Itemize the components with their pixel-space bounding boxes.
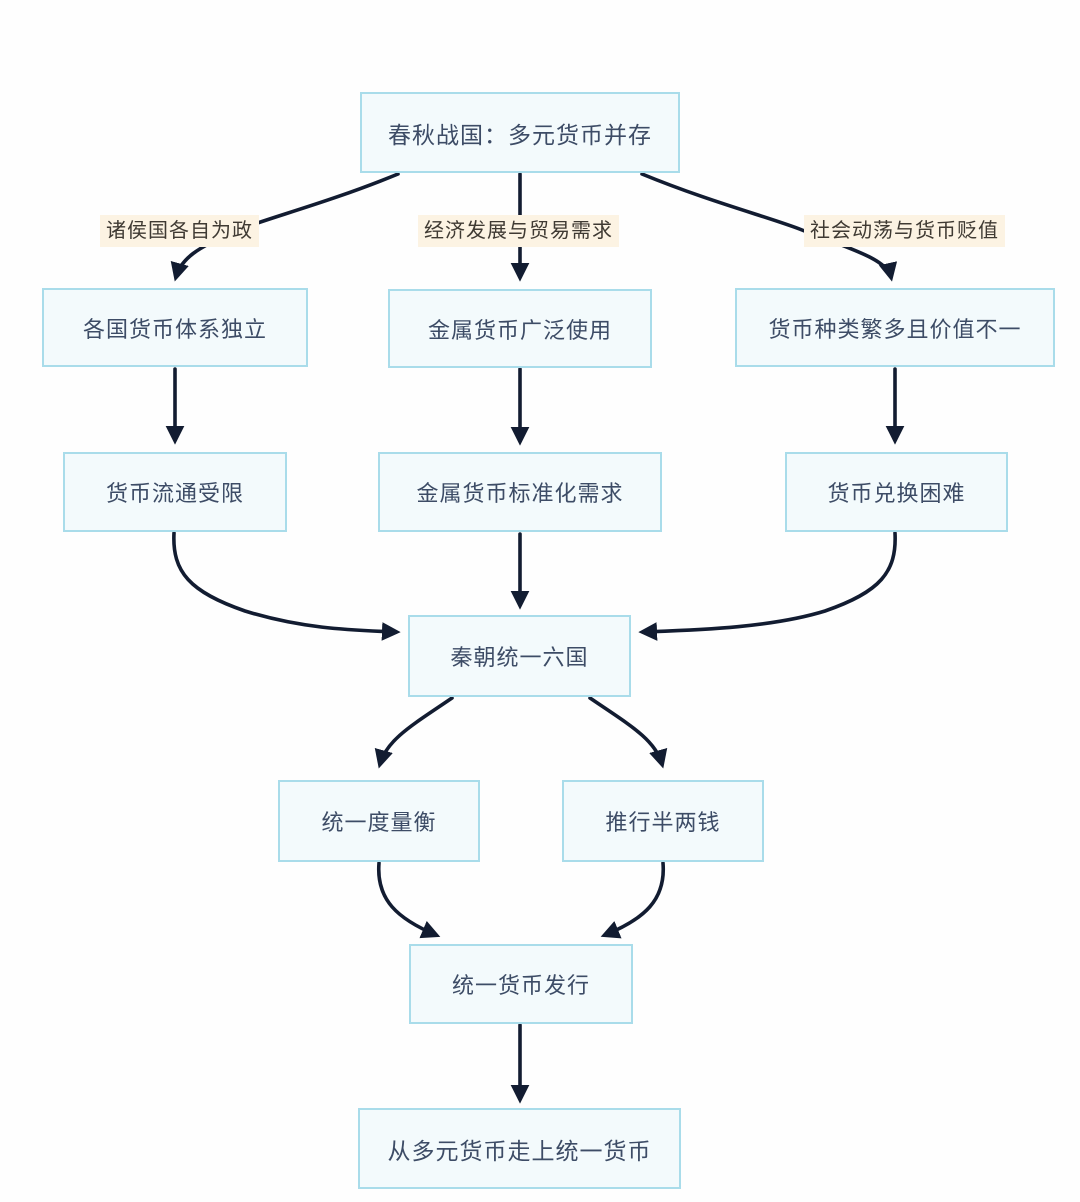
node-label: 货币种类繁多且价值不一 (768, 316, 1022, 342)
arrow-measure-left-to-issuance (376, 861, 441, 939)
edge-label-feudal-states: 诸侯国各自为政 (100, 215, 259, 247)
node-metal-currency-widely-used: 金属货币广泛使用 (388, 289, 652, 368)
node-label: 金属货币标准化需求 (416, 481, 624, 506)
node-conclusion: 从多元货币走上统一货币 (358, 1108, 681, 1189)
node-label: 统一货币发行 (451, 973, 590, 998)
node-unify-weights-measures: 统一度量衡 (278, 780, 480, 862)
arrow-effect-left-to-qin (172, 531, 401, 641)
arrow-measure-right-to-issuance (600, 861, 666, 939)
node-standardization-need: 金属货币标准化需求 (378, 452, 662, 532)
node-independent-currency-systems: 各国货币体系独立 (42, 288, 308, 367)
arrow-qin-to-measure-right (588, 696, 668, 769)
node-label: 春秋战国：多元货币并存 (388, 121, 652, 148)
node-qin-unification: 秦朝统一六国 (408, 615, 631, 697)
node-label: 从多元货币走上统一货币 (387, 1137, 652, 1164)
edge-label-turmoil-devaluation: 社会动荡与货币贬值 (804, 215, 1005, 247)
node-label: 统一度量衡 (321, 810, 437, 835)
node-unified-currency-issuance: 统一货币发行 (409, 944, 633, 1024)
arrow-root-to-cause-right (640, 172, 898, 282)
node-limited-circulation: 货币流通受限 (63, 452, 287, 532)
node-banliang-coin: 推行半两钱 (562, 780, 764, 862)
node-label: 金属货币广泛使用 (427, 317, 612, 343)
node-label: 秦朝统一六国 (450, 645, 589, 670)
node-label: 货币流通受限 (105, 481, 244, 506)
arrow-qin-to-measure-left (374, 696, 454, 769)
node-label: 推行半两钱 (605, 810, 721, 835)
node-exchange-difficulty: 货币兑换困难 (785, 452, 1008, 532)
arrow-effect-right-to-qin (638, 531, 897, 641)
node-multi-currency-coexist: 春秋战国：多元货币并存 (360, 92, 680, 173)
node-label: 各国货币体系独立 (82, 316, 267, 342)
node-many-types-unequal-value: 货币种类繁多且价值不一 (735, 288, 1055, 367)
edge-label-economy-trade: 经济发展与贸易需求 (418, 215, 619, 247)
node-label: 货币兑换困难 (827, 481, 966, 506)
